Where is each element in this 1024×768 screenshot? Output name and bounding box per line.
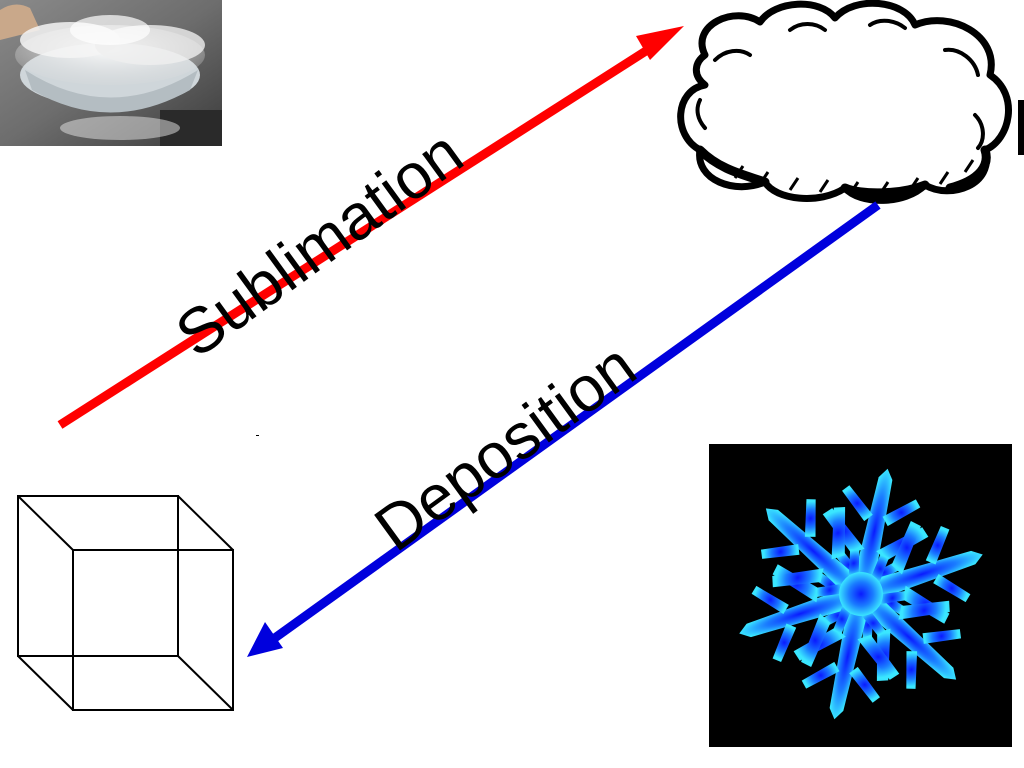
deposition-arrow bbox=[247, 201, 881, 657]
cube-icon bbox=[17, 495, 234, 711]
dry-ice-bowl-photo bbox=[0, 0, 222, 146]
cloud-icon bbox=[677, 0, 1024, 204]
sublimation-arrow bbox=[57, 26, 684, 429]
snowflake-icon bbox=[722, 457, 1000, 731]
snowflake-panel bbox=[709, 444, 1012, 747]
